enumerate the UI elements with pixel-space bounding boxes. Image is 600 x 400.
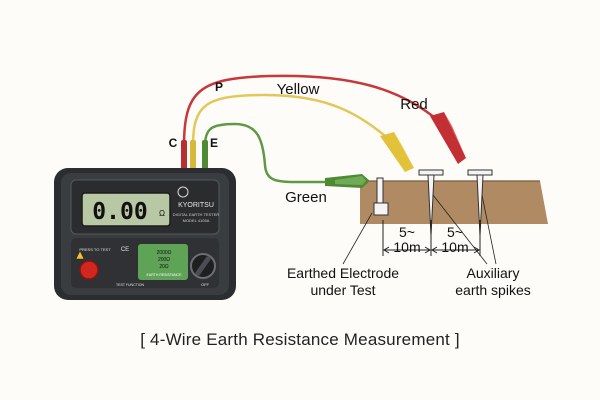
green-wire-label: Green (285, 189, 327, 206)
distance-2-bottom: 10m (441, 239, 468, 255)
distance-2-top: 5~ (447, 224, 463, 240)
lcd-reading: 0.00 (92, 199, 147, 225)
green-clip (325, 174, 370, 188)
earthed-electrode (373, 177, 389, 216)
lcd-unit: Ω (159, 209, 165, 218)
yellow-wire (191, 93, 391, 147)
plug-c (181, 140, 187, 174)
spikes-label-line1: Auxiliary (467, 265, 520, 281)
distance-1-top: 5~ (399, 224, 415, 240)
terminal-e-label: E (210, 136, 218, 150)
press-to-test-label: PRESS TO TEST (79, 247, 111, 252)
spikes-label-line2: earth spikes (455, 282, 530, 298)
press-to-test-button[interactable] (79, 260, 99, 280)
figure-caption: [ 4-Wire Earth Resistance Measurement ] (140, 330, 460, 349)
red-wire-label: Red (400, 96, 428, 113)
model-title: DIGITAL EARTH TESTER (173, 212, 220, 217)
terminal-c-label: C (169, 136, 178, 150)
range-band (138, 244, 188, 280)
electrode-label-line1: Earthed Electrode (287, 265, 399, 281)
yellow-wire-label: Yellow (277, 81, 320, 98)
distance-1-bottom: 10m (393, 239, 420, 255)
range-band-label: EARTH RESISTANCE (147, 273, 183, 277)
warning-icon (75, 250, 85, 260)
distance-markers (382, 220, 481, 256)
brand-name: KYORITSU (178, 202, 214, 209)
kyoritsu-logo-icon (177, 186, 189, 198)
red-wire (182, 74, 441, 147)
auxiliary-spike-c (467, 169, 493, 237)
ce-mark: CE (121, 247, 129, 253)
off-label: OFF (201, 282, 210, 287)
range-200: 200Ω (158, 257, 170, 263)
model-number: MODEL 4105A (183, 218, 210, 223)
test-function-label: TEST FUNCTION (116, 283, 144, 287)
plug-e (202, 140, 208, 174)
green-wire (203, 122, 328, 184)
red-clip (430, 112, 466, 164)
electrode-label-line2: under Test (310, 282, 375, 298)
earth-tester: 0.00 Ω KYORITSU DIGITAL EARTH TESTER MOD… (54, 140, 236, 300)
terminal-p-label: P (215, 80, 223, 94)
range-2000: 2000Ω (157, 250, 172, 256)
lcd-screen (81, 192, 171, 227)
plug-p (190, 140, 196, 174)
range-20: 20Ω (159, 264, 169, 270)
leader-lines (342, 194, 497, 265)
auxiliary-spike-p (418, 169, 444, 237)
ground-soil (360, 180, 548, 224)
yellow-clip (380, 132, 414, 172)
